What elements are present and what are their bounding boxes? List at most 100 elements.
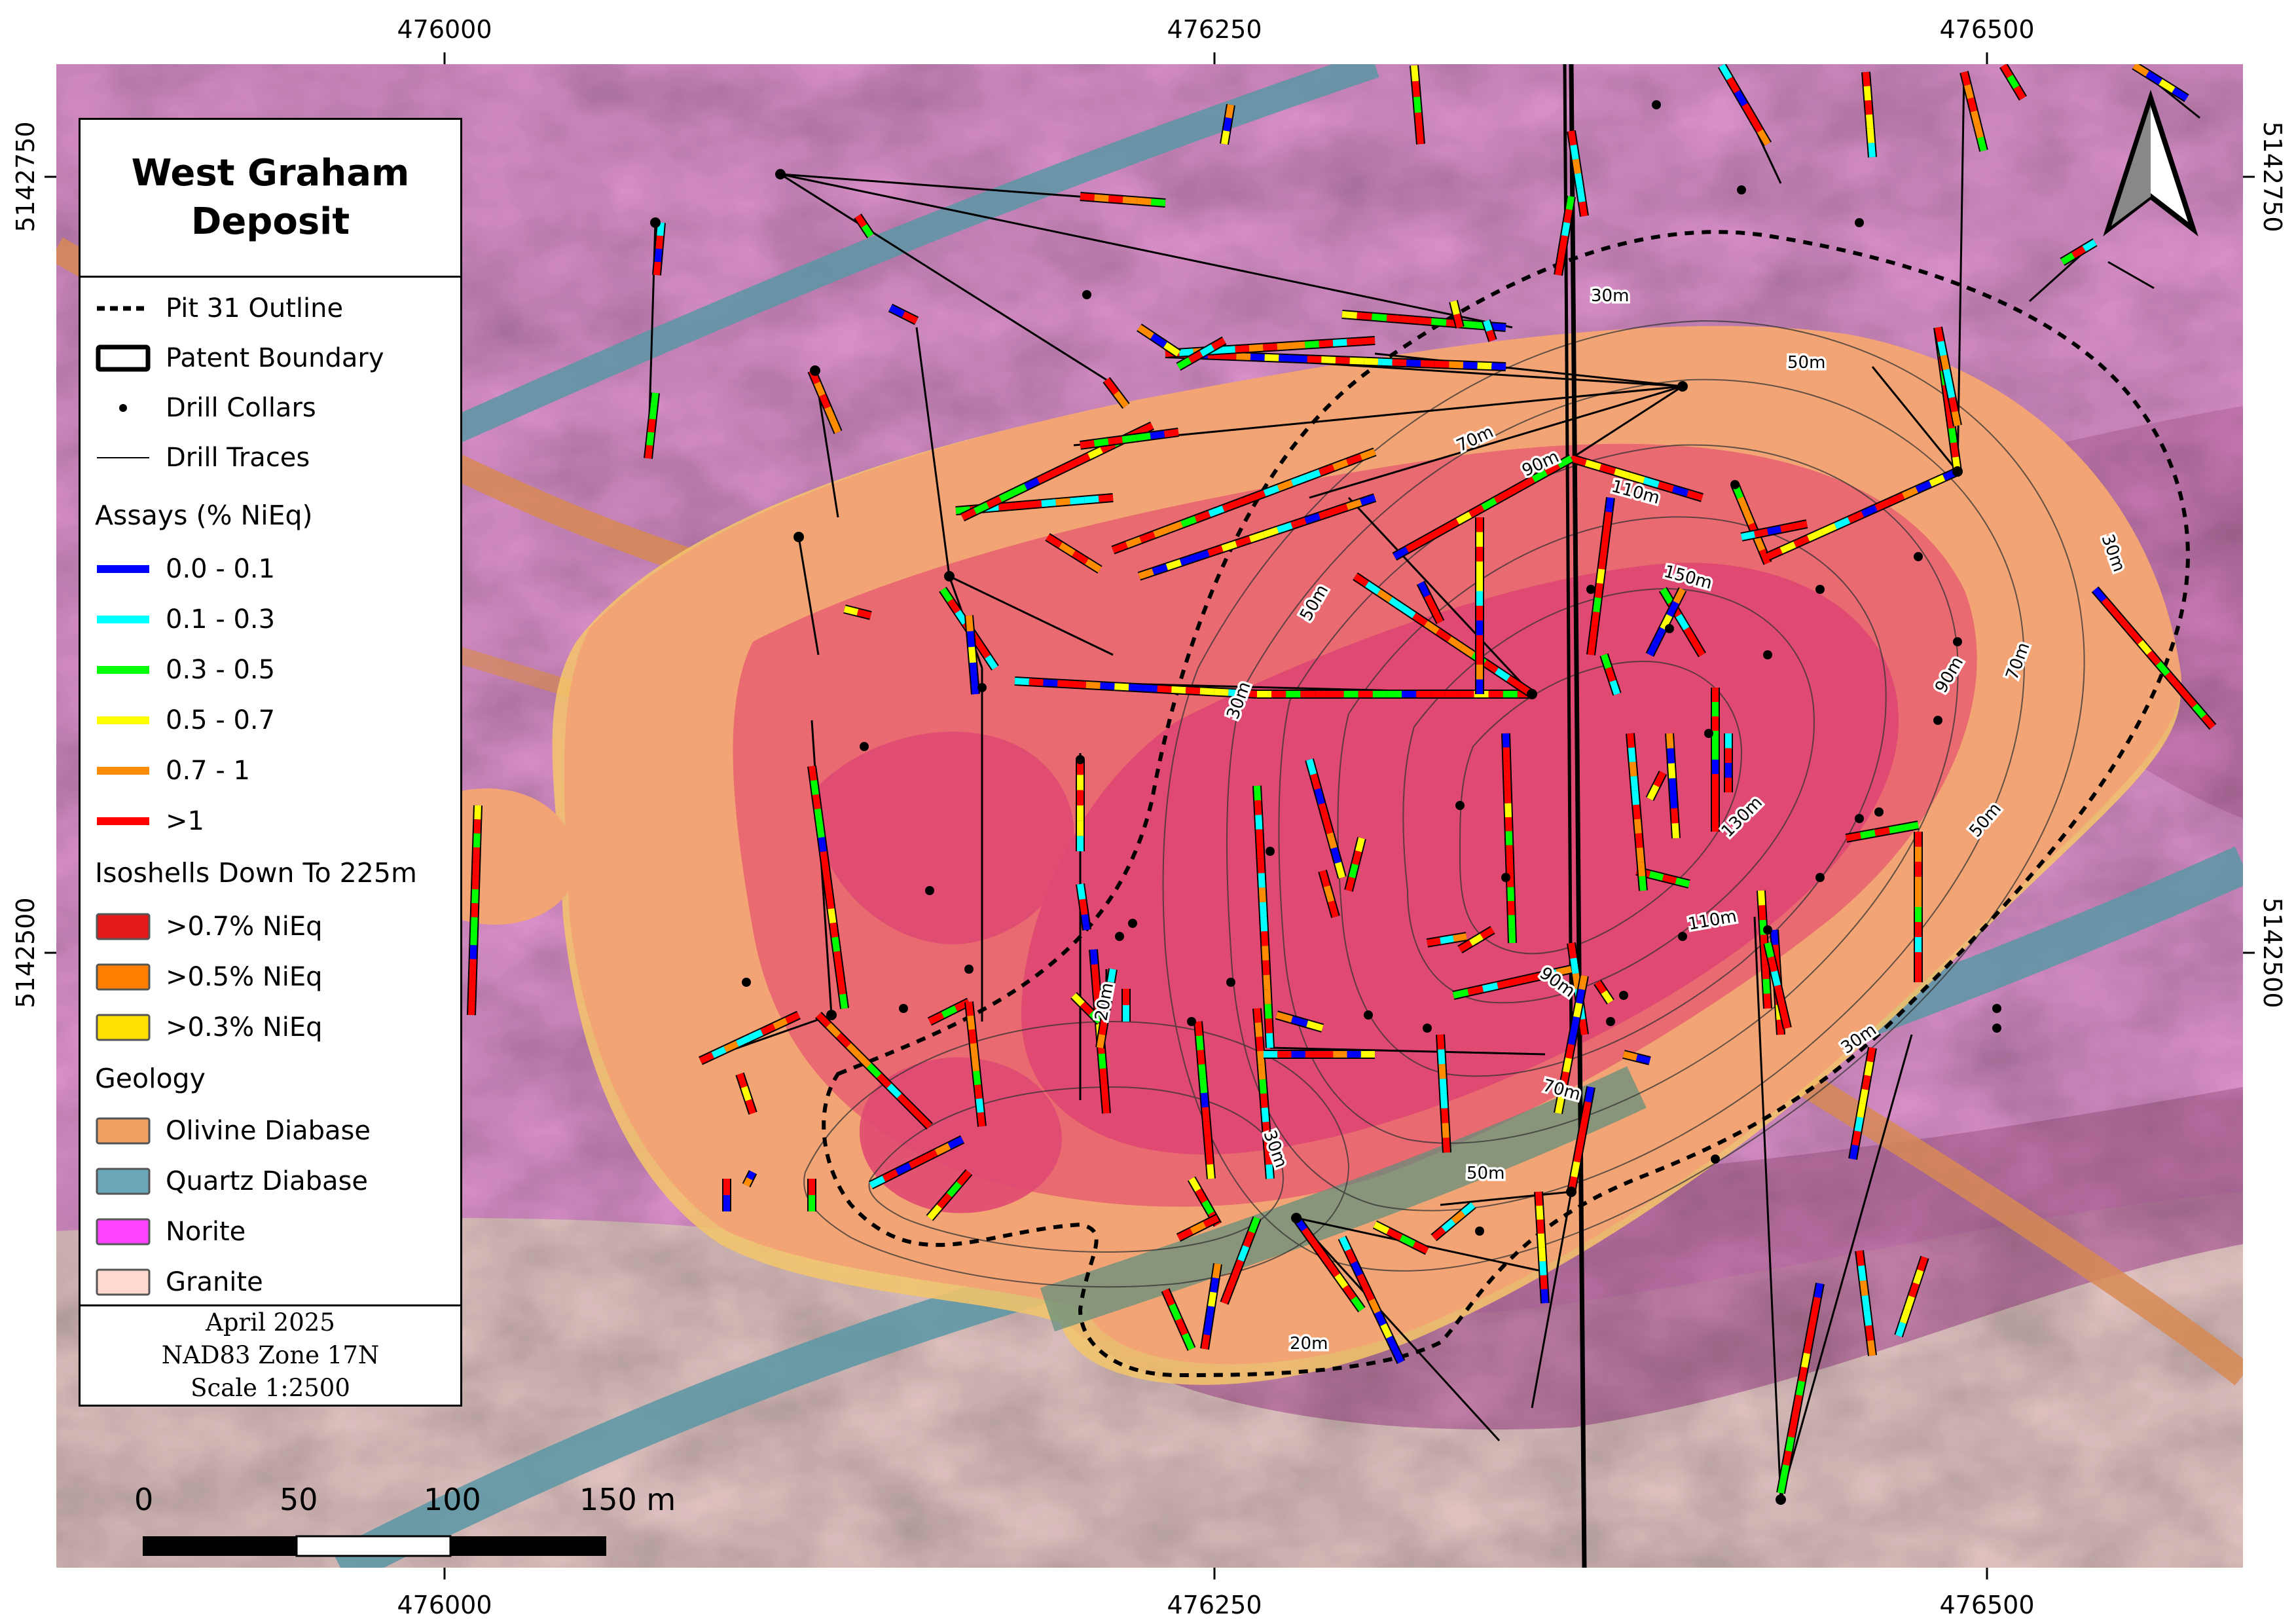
assay-segment <box>1809 1310 1818 1326</box>
assay-segment <box>1201 1092 1209 1108</box>
assay-segment <box>1090 949 1098 965</box>
assay-segment <box>1741 103 1755 120</box>
assay-segment <box>1753 536 1766 551</box>
assay-segment <box>1114 391 1129 408</box>
assay-segment <box>941 1005 958 1018</box>
pit-outline <box>822 230 2190 1378</box>
assay-segment <box>1440 935 1454 944</box>
assay-segment <box>1793 1394 1802 1410</box>
assay-segment <box>1138 422 1154 435</box>
assay-segment <box>824 879 833 895</box>
assay-segment <box>1364 358 1379 365</box>
assay-segment <box>1904 1295 1915 1311</box>
assay-segment <box>1669 778 1677 794</box>
assay-segment <box>967 1015 975 1030</box>
assay-segment <box>1628 747 1636 763</box>
assay-segment <box>986 496 1002 508</box>
assay-segment <box>1749 116 1763 133</box>
scale-label: 50 <box>280 1482 318 1517</box>
assay-segment <box>1961 71 1971 86</box>
assay-segment <box>1565 196 1575 210</box>
assay-segment <box>1334 862 1345 879</box>
assay-segment <box>1128 684 1144 692</box>
assay-segment <box>1948 397 1958 413</box>
assay-segment <box>1861 1075 1871 1090</box>
assay-segment <box>1944 399 1953 415</box>
legend-isoshell-swatch <box>81 1003 166 1052</box>
assay-segment <box>2201 714 2215 729</box>
assay-segment <box>1480 927 1495 940</box>
assay-segment <box>1867 128 1875 143</box>
assay-segment <box>1279 354 1294 362</box>
assay-segment <box>1176 357 1192 370</box>
assay-segment <box>810 780 819 796</box>
assay-segment <box>1360 494 1376 506</box>
contour-label: 50m <box>1787 353 1825 373</box>
assay-segment <box>1125 536 1142 548</box>
assay-segment <box>1430 525 1447 539</box>
assay-segment <box>1971 110 1980 126</box>
easting-label-bottom: 476250 <box>1167 1591 1262 1619</box>
easting-label-top: 476250 <box>1167 15 1262 44</box>
assay-segment <box>861 224 874 238</box>
assay-segment <box>1557 248 1566 263</box>
assay-segment <box>1637 861 1646 877</box>
assay-segment <box>856 1053 871 1068</box>
assay-segment <box>1077 883 1086 900</box>
assay-segment <box>1495 667 1510 682</box>
assay-segment <box>1605 667 1616 682</box>
assay-segment <box>1105 982 1114 996</box>
assay-segment <box>1635 1054 1651 1064</box>
assay-segment <box>886 1083 902 1099</box>
assay-segment <box>1351 1296 1365 1312</box>
legend-geology-label: Olivine Diabase <box>166 1116 371 1146</box>
assay-segment <box>1452 989 1469 999</box>
assay-segment <box>822 865 831 881</box>
legend-geology-item: Quartz Diabase <box>81 1156 368 1206</box>
assay-segment <box>773 1018 788 1030</box>
assay-segment <box>1242 690 1258 697</box>
assay-segment <box>902 311 919 324</box>
assay-segment <box>1463 361 1478 369</box>
assay-segment <box>1264 1150 1273 1165</box>
scale-label: 0 <box>134 1482 153 1517</box>
assay-segment <box>1856 1250 1865 1266</box>
assay-segment <box>856 609 872 619</box>
assay-segment <box>1801 1352 1810 1368</box>
assay-segment <box>1850 1144 1859 1160</box>
assay-segment <box>1570 957 1579 974</box>
assay-segment <box>1102 1098 1110 1114</box>
assay-segment <box>1176 1228 1194 1241</box>
assay-segment <box>2082 239 2097 252</box>
assay-segment <box>1600 540 1609 555</box>
assay-segment <box>1568 130 1577 146</box>
assay-segment <box>1461 1202 1476 1216</box>
contour-label: 30m <box>1591 286 1629 306</box>
assay-segment <box>1235 536 1251 547</box>
assay-segment <box>1737 496 1749 512</box>
assay-segment <box>818 837 827 853</box>
assay-segment <box>1207 545 1224 557</box>
assay-segment <box>1221 1287 1233 1304</box>
assay-segment <box>1108 195 1123 203</box>
assay-segment <box>1453 313 1463 329</box>
assay-segment <box>650 392 659 407</box>
quartz-diabase-dyke-crossing <box>1040 1066 1647 1332</box>
legend-assay-swatch <box>81 595 166 644</box>
assay-segment <box>1576 1131 1586 1148</box>
assay-segment <box>1558 1085 1567 1100</box>
legend-label: Patent Boundary <box>166 343 384 373</box>
assay-segment <box>1691 640 1705 657</box>
easting-label-top: 476500 <box>1939 15 2034 44</box>
assay-segment <box>1277 522 1293 534</box>
easting-label-bottom: 476000 <box>397 1591 492 1619</box>
assay-segment <box>1235 495 1252 507</box>
assay-segment <box>1584 459 1601 471</box>
assay-segment <box>746 1170 756 1181</box>
assay-segment <box>1254 1008 1262 1024</box>
assay-segment <box>1175 1318 1188 1336</box>
assay-segment <box>1261 931 1269 946</box>
assay-segment <box>960 508 977 521</box>
assay-segment <box>468 987 476 1001</box>
assay-segment <box>1318 1250 1332 1266</box>
